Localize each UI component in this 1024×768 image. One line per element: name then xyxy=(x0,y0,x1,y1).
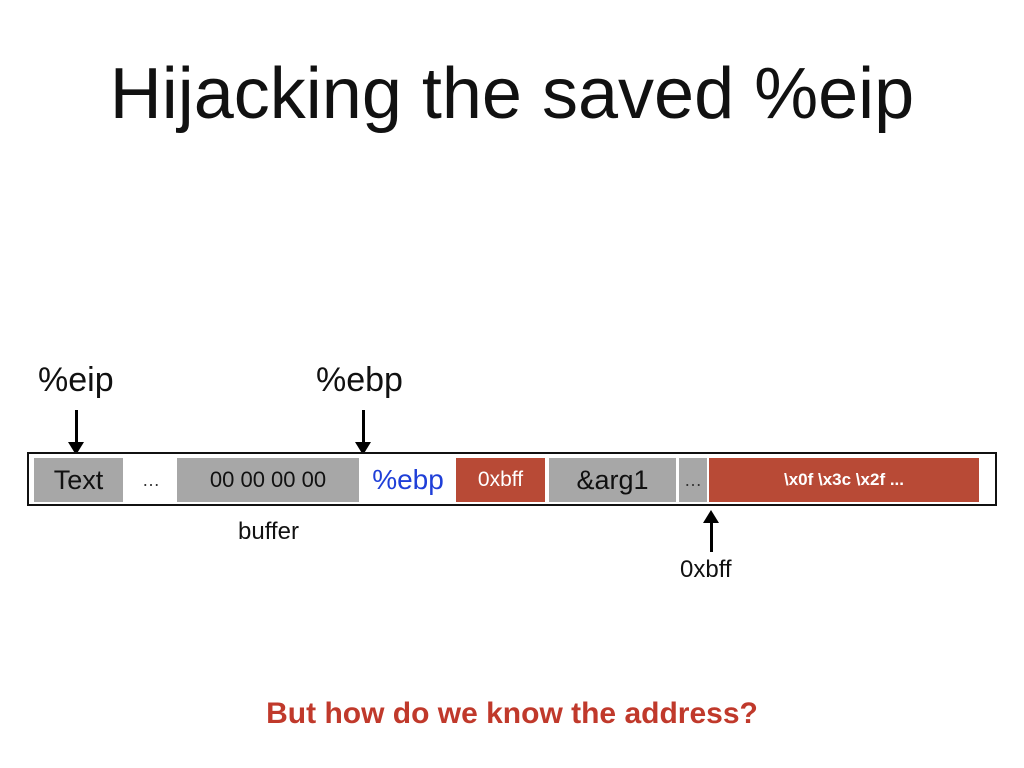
eip-arrow-head-icon xyxy=(68,442,84,455)
address-question: But how do we know the address? xyxy=(266,697,758,730)
stack-cell-payload: \x0f \x3c \x2f ... xyxy=(709,458,979,502)
ebp-pointer-label: %ebp xyxy=(316,361,403,399)
stack-cell-arg1: &arg1 xyxy=(549,458,676,502)
address-arrow-head-icon xyxy=(703,510,719,523)
stack-cell-saved-eip: 0xbff xyxy=(456,458,545,502)
eip-arrow-shaft xyxy=(75,410,78,444)
ebp-arrow-shaft xyxy=(362,410,365,444)
stack-cell-buffer: 00 00 00 00 xyxy=(177,458,359,502)
slide-title: Hijacking the saved %eip xyxy=(109,54,915,134)
ebp-arrow-head-icon xyxy=(355,442,371,455)
stack-cell-text: Text xyxy=(34,458,123,502)
stack-cell-ellipsis: … xyxy=(142,469,160,490)
address-arrow-shaft xyxy=(710,522,713,552)
address-label: 0xbff xyxy=(680,556,732,583)
eip-pointer-label: %eip xyxy=(38,361,114,399)
buffer-label: buffer xyxy=(238,518,299,545)
stack-cell-saved-ebp: %ebp xyxy=(372,464,444,495)
stack-cell-ellipsis-2: … xyxy=(679,458,707,502)
stack-diagram: Text … 00 00 00 00 %ebp 0xbff &arg1 … \x… xyxy=(27,452,997,506)
